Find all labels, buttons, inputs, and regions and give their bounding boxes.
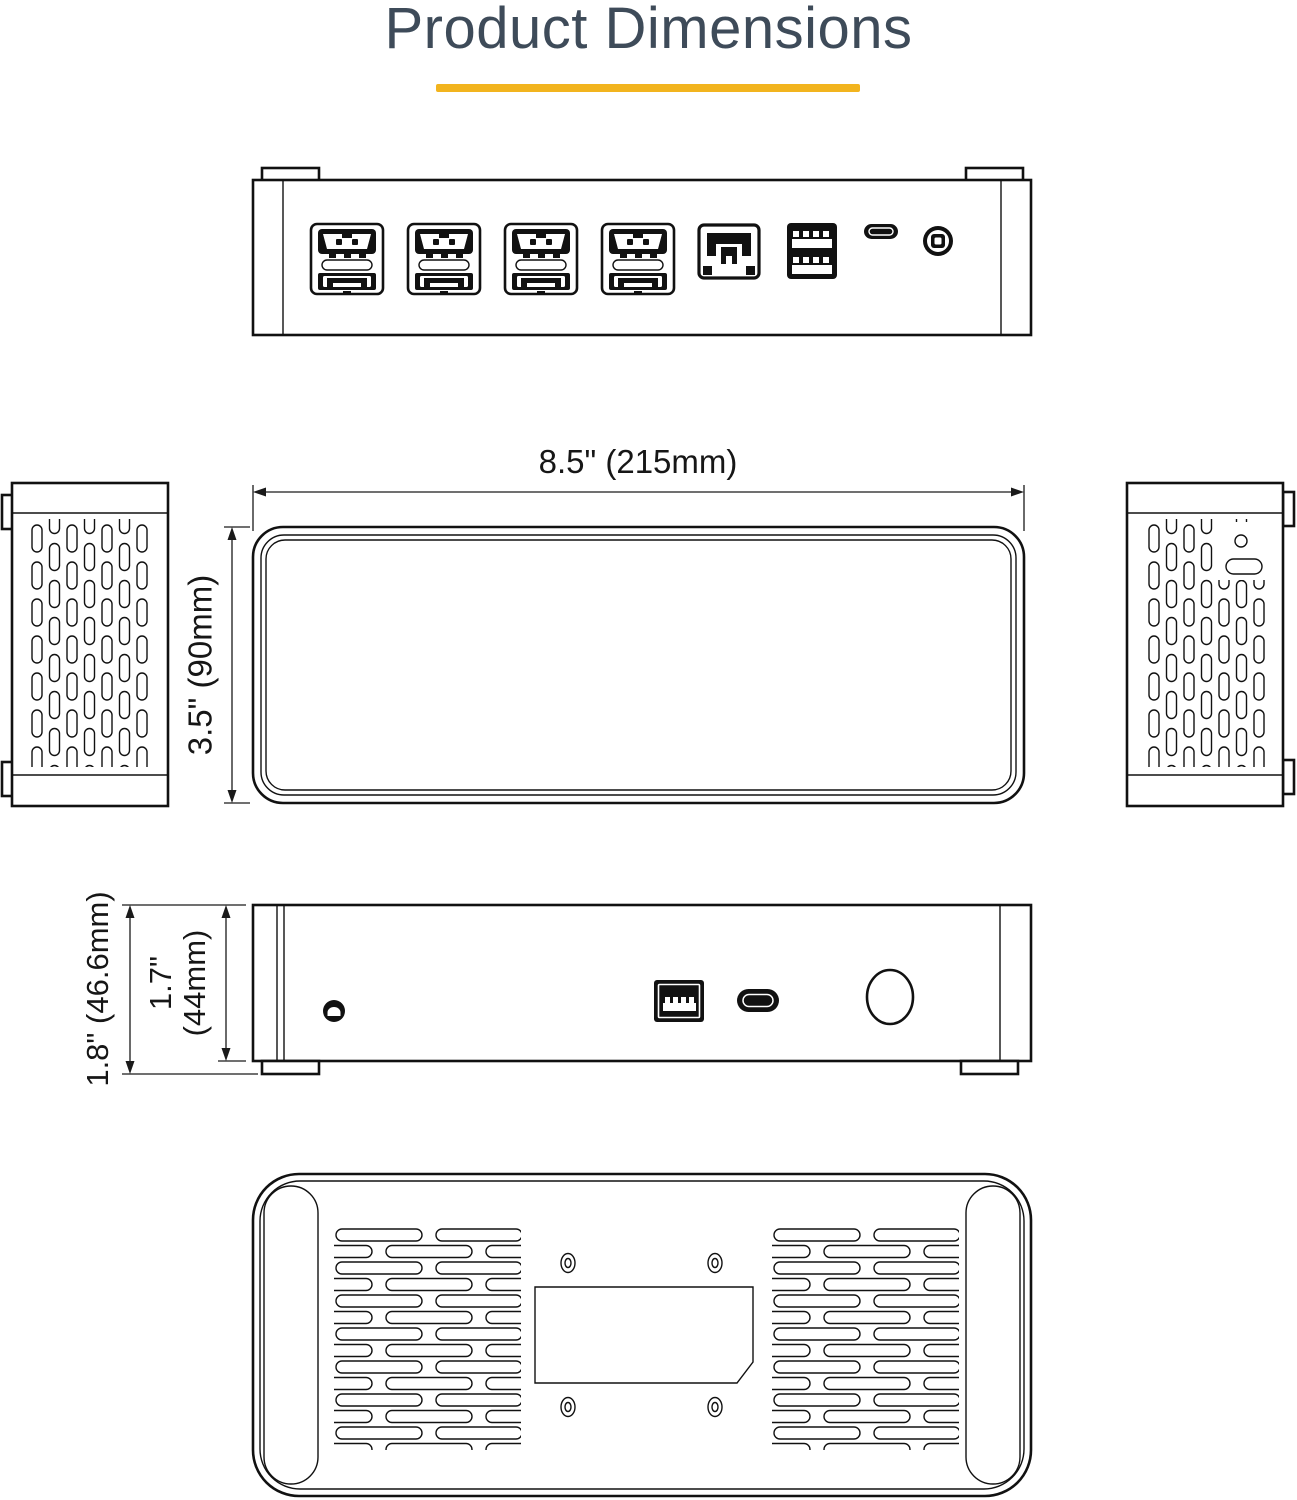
ethernet-rj45-icon bbox=[697, 223, 761, 280]
vent-slots bbox=[29, 519, 149, 767]
foot bbox=[260, 1059, 321, 1076]
power-button bbox=[865, 968, 915, 1026]
mount-flange bbox=[1281, 758, 1296, 796]
left-side-view bbox=[0, 481, 170, 808]
front-body bbox=[251, 903, 1033, 1063]
hdmi-displayport-combo-icon bbox=[503, 222, 579, 296]
headset-jack-icon bbox=[323, 1000, 345, 1022]
width-dimension: 8.5" (215mm) bbox=[252, 443, 1025, 531]
panel-seams bbox=[282, 180, 1002, 335]
vent-slots bbox=[334, 1226, 521, 1450]
dual-usb-a-icon bbox=[787, 223, 837, 279]
screw-hole bbox=[560, 1252, 576, 1274]
front-view bbox=[251, 903, 1033, 1076]
hdmi-displayport-combo-icon bbox=[600, 222, 676, 296]
back-view bbox=[251, 166, 1033, 337]
height-body-label-line1: 1.7" bbox=[143, 956, 178, 1010]
right-side-view bbox=[1125, 481, 1296, 808]
height-dimension-body: 1.7" (44mm) bbox=[143, 905, 246, 1062]
screw-hole bbox=[1234, 534, 1248, 548]
screw-hole bbox=[560, 1396, 576, 1418]
usb-c-icon bbox=[864, 224, 898, 239]
page-title: Product Dimensions bbox=[384, 0, 913, 61]
bottom-view bbox=[251, 1172, 1033, 1498]
top-body bbox=[251, 525, 1026, 805]
usb-c-icon bbox=[737, 989, 779, 1012]
depth-dimension: 3.5" (90mm) bbox=[182, 526, 250, 804]
foot-pad bbox=[263, 1185, 319, 1485]
screw-hole bbox=[707, 1396, 723, 1418]
security-lock-slot bbox=[1225, 558, 1263, 575]
top-view bbox=[251, 525, 1026, 805]
width-dimension-label: 8.5" (215mm) bbox=[539, 443, 738, 480]
title-underline bbox=[436, 84, 860, 92]
vent-slots bbox=[772, 1226, 959, 1450]
height-total-label: 1.8" (46.6mm) bbox=[80, 891, 115, 1086]
power-input-icon bbox=[923, 226, 953, 256]
panel-seams bbox=[12, 512, 168, 776]
foot bbox=[959, 1059, 1020, 1076]
hdmi-displayport-combo-icon bbox=[406, 222, 482, 296]
panel-seams bbox=[1127, 512, 1283, 776]
hdmi-displayport-combo-icon bbox=[309, 222, 385, 296]
usb-a-icon bbox=[654, 980, 704, 1022]
height-body-label-line2: (44mm) bbox=[177, 930, 212, 1037]
foot-pad bbox=[965, 1185, 1021, 1485]
screw-hole bbox=[707, 1252, 723, 1274]
panel-seams bbox=[276, 905, 1001, 1061]
depth-dimension-label: 3.5" (90mm) bbox=[182, 575, 219, 755]
mount-flange bbox=[1281, 490, 1296, 528]
mounting-plate bbox=[534, 1286, 754, 1384]
height-dimension-total: 1.8" (46.6mm) bbox=[80, 891, 258, 1087]
